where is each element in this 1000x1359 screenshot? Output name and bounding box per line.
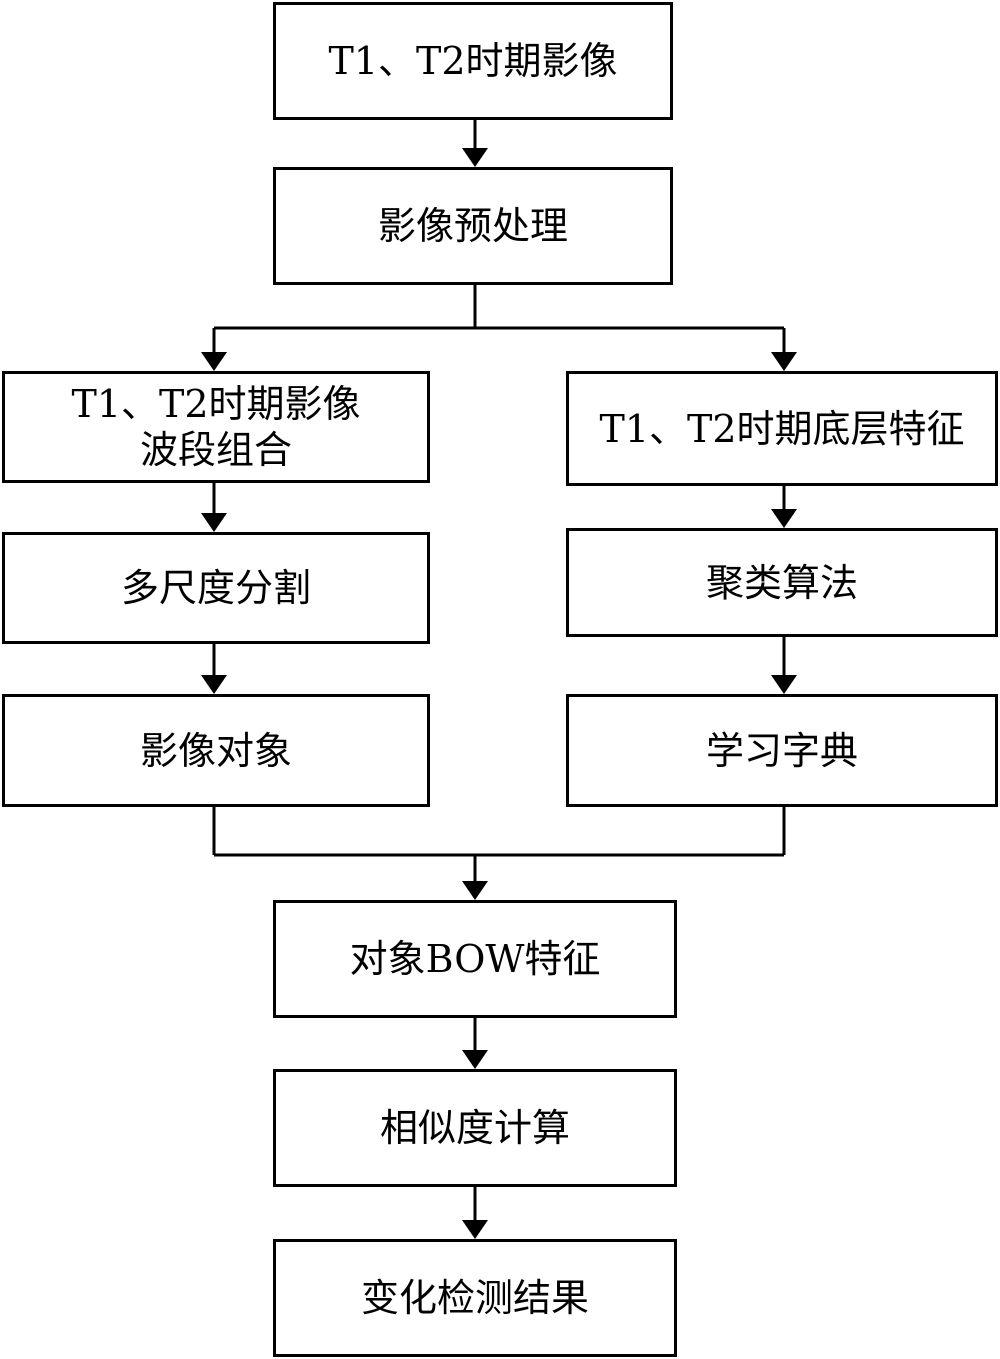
node-label: T1、T2时期影像 — [328, 39, 618, 83]
arrow-head — [462, 1220, 488, 1239]
arrow-head — [201, 352, 227, 371]
node-images: T1、T2时期影像 — [273, 2, 673, 120]
arrow-head — [771, 675, 797, 694]
node-label: T1、T2时期底层特征 — [599, 406, 965, 451]
node-label: T1、T2时期影像 波段组合 — [71, 382, 361, 472]
node-label: 变化检测结果 — [360, 1276, 589, 1320]
node-label: 对象BOW特征 — [349, 937, 601, 981]
node-similarity: 相似度计算 — [273, 1069, 677, 1187]
arrow-head — [462, 881, 488, 900]
node-segmentation: 多尺度分割 — [2, 532, 430, 644]
node-dictionary: 学习字典 — [566, 694, 998, 807]
node-band-combo: T1、T2时期影像 波段组合 — [2, 371, 430, 483]
arrow-head — [771, 509, 797, 528]
arrow-head — [462, 1050, 488, 1069]
arrow-head — [462, 148, 488, 167]
node-clustering: 聚类算法 — [566, 528, 998, 637]
node-label: 多尺度分割 — [120, 566, 311, 610]
node-label: 学习字典 — [705, 728, 858, 773]
node-label: 影像预处理 — [377, 204, 568, 248]
node-label: 影像对象 — [139, 728, 292, 773]
node-preprocess: 影像预处理 — [273, 167, 673, 285]
node-label: 聚类算法 — [705, 560, 858, 605]
arrow-head — [201, 675, 227, 694]
arrow-head — [771, 352, 797, 371]
node-label: 相似度计算 — [379, 1106, 570, 1150]
node-low-features: T1、T2时期底层特征 — [566, 371, 998, 486]
arrow-head — [201, 513, 227, 532]
node-result: 变化检测结果 — [273, 1239, 677, 1357]
node-bow: 对象BOW特征 — [273, 900, 677, 1018]
node-objects: 影像对象 — [2, 694, 430, 807]
